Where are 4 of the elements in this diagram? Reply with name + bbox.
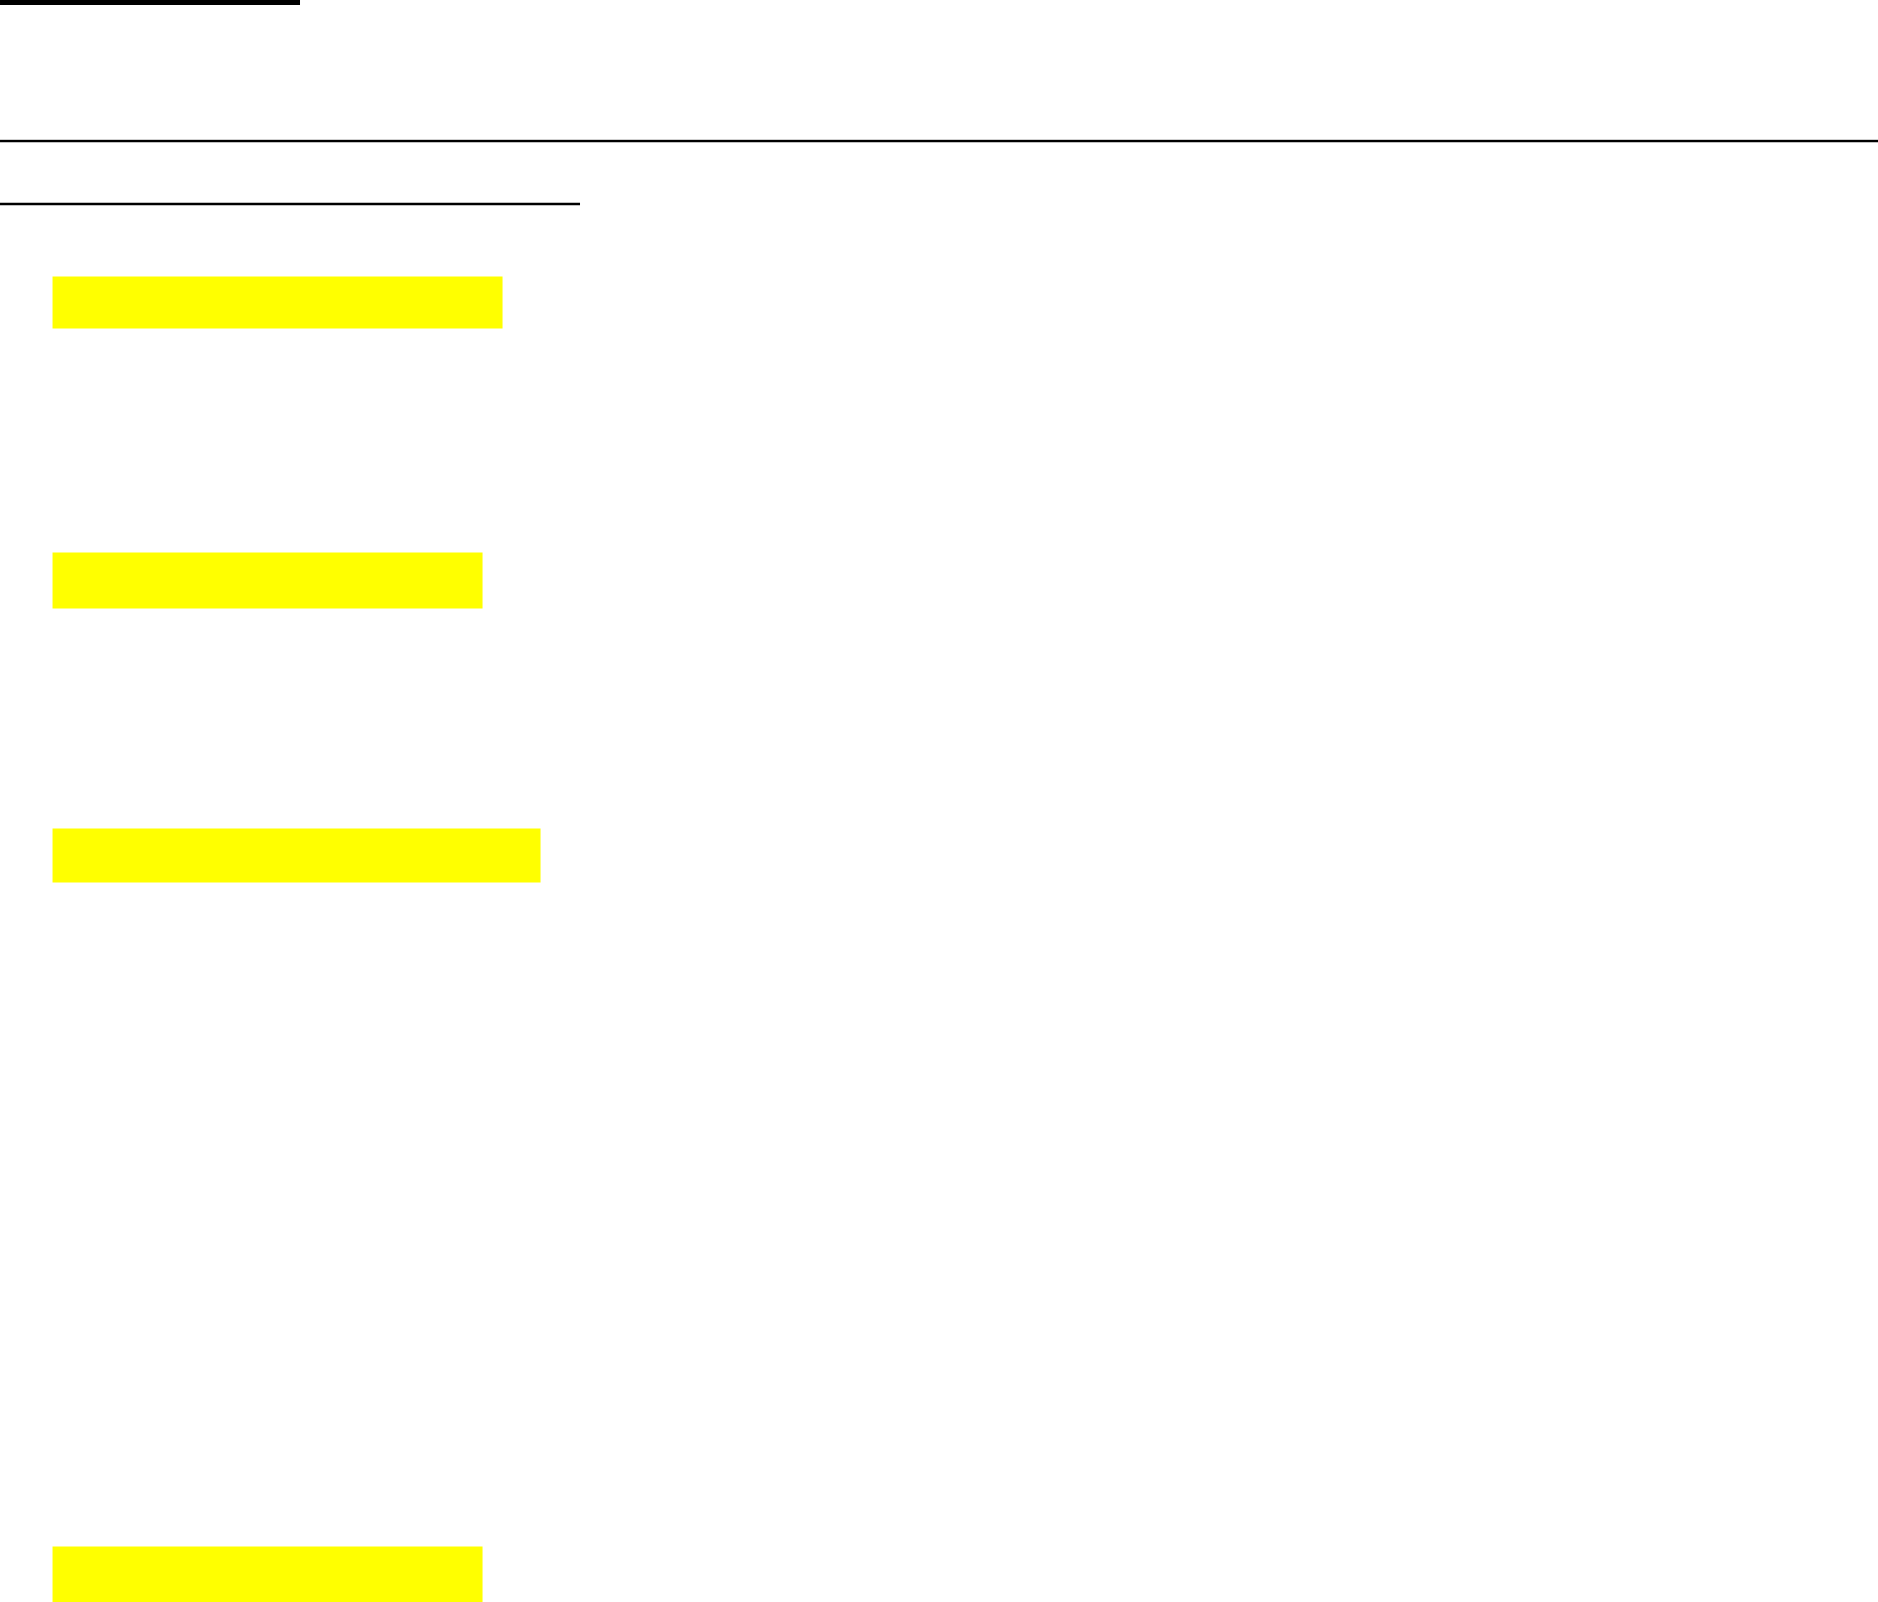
highlight-bar — [52, 1546, 483, 1602]
highlight-bar — [52, 828, 541, 883]
highlight-bar — [52, 276, 503, 329]
highlight-bar — [52, 552, 483, 609]
